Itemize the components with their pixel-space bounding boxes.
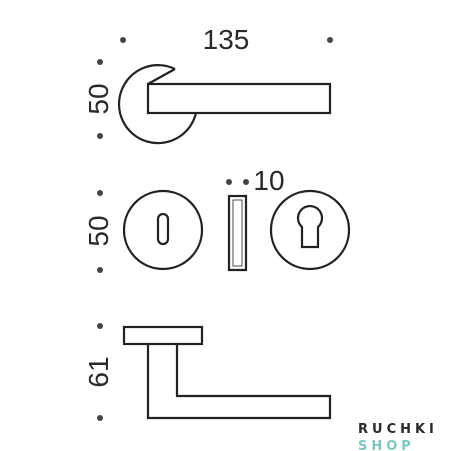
dim-dot-right bbox=[243, 179, 249, 185]
plate-profile bbox=[227, 194, 248, 272]
dim-dot-bottom bbox=[97, 133, 103, 139]
dim-dot-top bbox=[97, 190, 103, 196]
top-view-lever: 135 50 bbox=[83, 24, 333, 145]
cylinder-keyhole bbox=[296, 205, 324, 249]
dim-dot-top bbox=[97, 323, 103, 329]
dim-dot-right bbox=[327, 37, 333, 43]
key-escutcheon bbox=[122, 189, 204, 271]
dim-dot-left bbox=[120, 37, 126, 43]
middle-view-escutcheons: 50 10 bbox=[83, 165, 351, 273]
bottom-view-side-profile: 61 bbox=[83, 323, 332, 421]
rose-outline bbox=[117, 64, 198, 145]
dim-dot-bottom bbox=[97, 415, 103, 421]
rose-height-dimension-label: 50 bbox=[83, 83, 114, 114]
plate-width-dimension-label: 10 bbox=[253, 165, 284, 196]
lever-side-profile bbox=[146, 344, 332, 420]
width-dimension-label: 135 bbox=[203, 24, 250, 55]
dim-dot-bottom bbox=[97, 267, 103, 273]
plate-inner-line bbox=[232, 199, 243, 267]
lever-neck-line bbox=[147, 68, 176, 85]
dim-dot-top bbox=[97, 59, 103, 65]
brand-logo: RUCHKI SHOP bbox=[358, 422, 438, 451]
rose-side-profile bbox=[122, 325, 204, 346]
lever-bar bbox=[146, 82, 332, 115]
brand-line-1: RUCHKI bbox=[358, 422, 438, 437]
side-height-dimension-label: 61 bbox=[83, 356, 114, 387]
key-slot bbox=[156, 212, 170, 246]
escutcheon-height-dimension-label: 50 bbox=[83, 215, 114, 246]
dim-dot-left bbox=[226, 179, 232, 185]
cylinder-escutcheon bbox=[269, 189, 351, 271]
brand-line-2: SHOP bbox=[358, 439, 415, 451]
